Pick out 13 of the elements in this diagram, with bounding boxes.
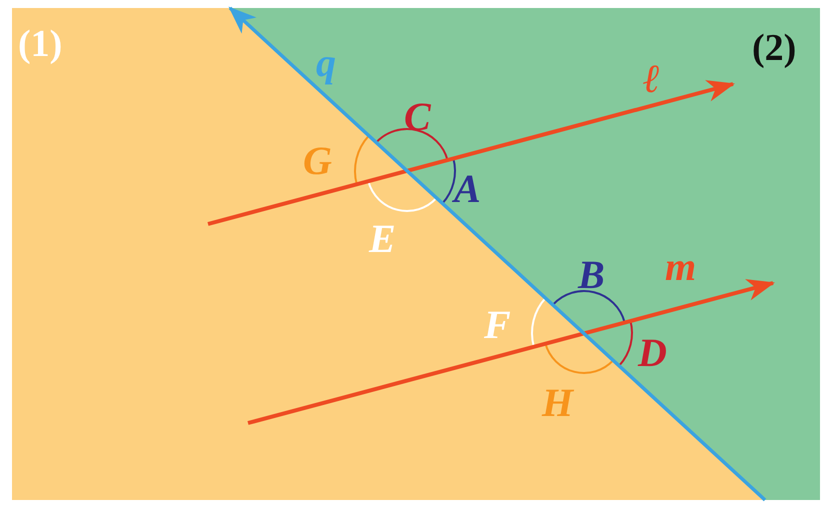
line-label: q bbox=[316, 40, 336, 85]
angle-label: C bbox=[404, 94, 431, 139]
region-label: (2) bbox=[752, 27, 796, 69]
angle-label: E bbox=[369, 216, 396, 261]
region-label: (1) bbox=[18, 23, 62, 65]
angle-label: H bbox=[542, 380, 574, 425]
angle-label: D bbox=[638, 330, 667, 375]
line-label: m bbox=[665, 244, 696, 289]
line-label: ℓ bbox=[643, 56, 660, 101]
angle-label: G bbox=[303, 138, 332, 183]
angle-label: A bbox=[454, 166, 481, 211]
angle-label: F bbox=[484, 302, 511, 347]
angle-label: B bbox=[578, 252, 605, 297]
